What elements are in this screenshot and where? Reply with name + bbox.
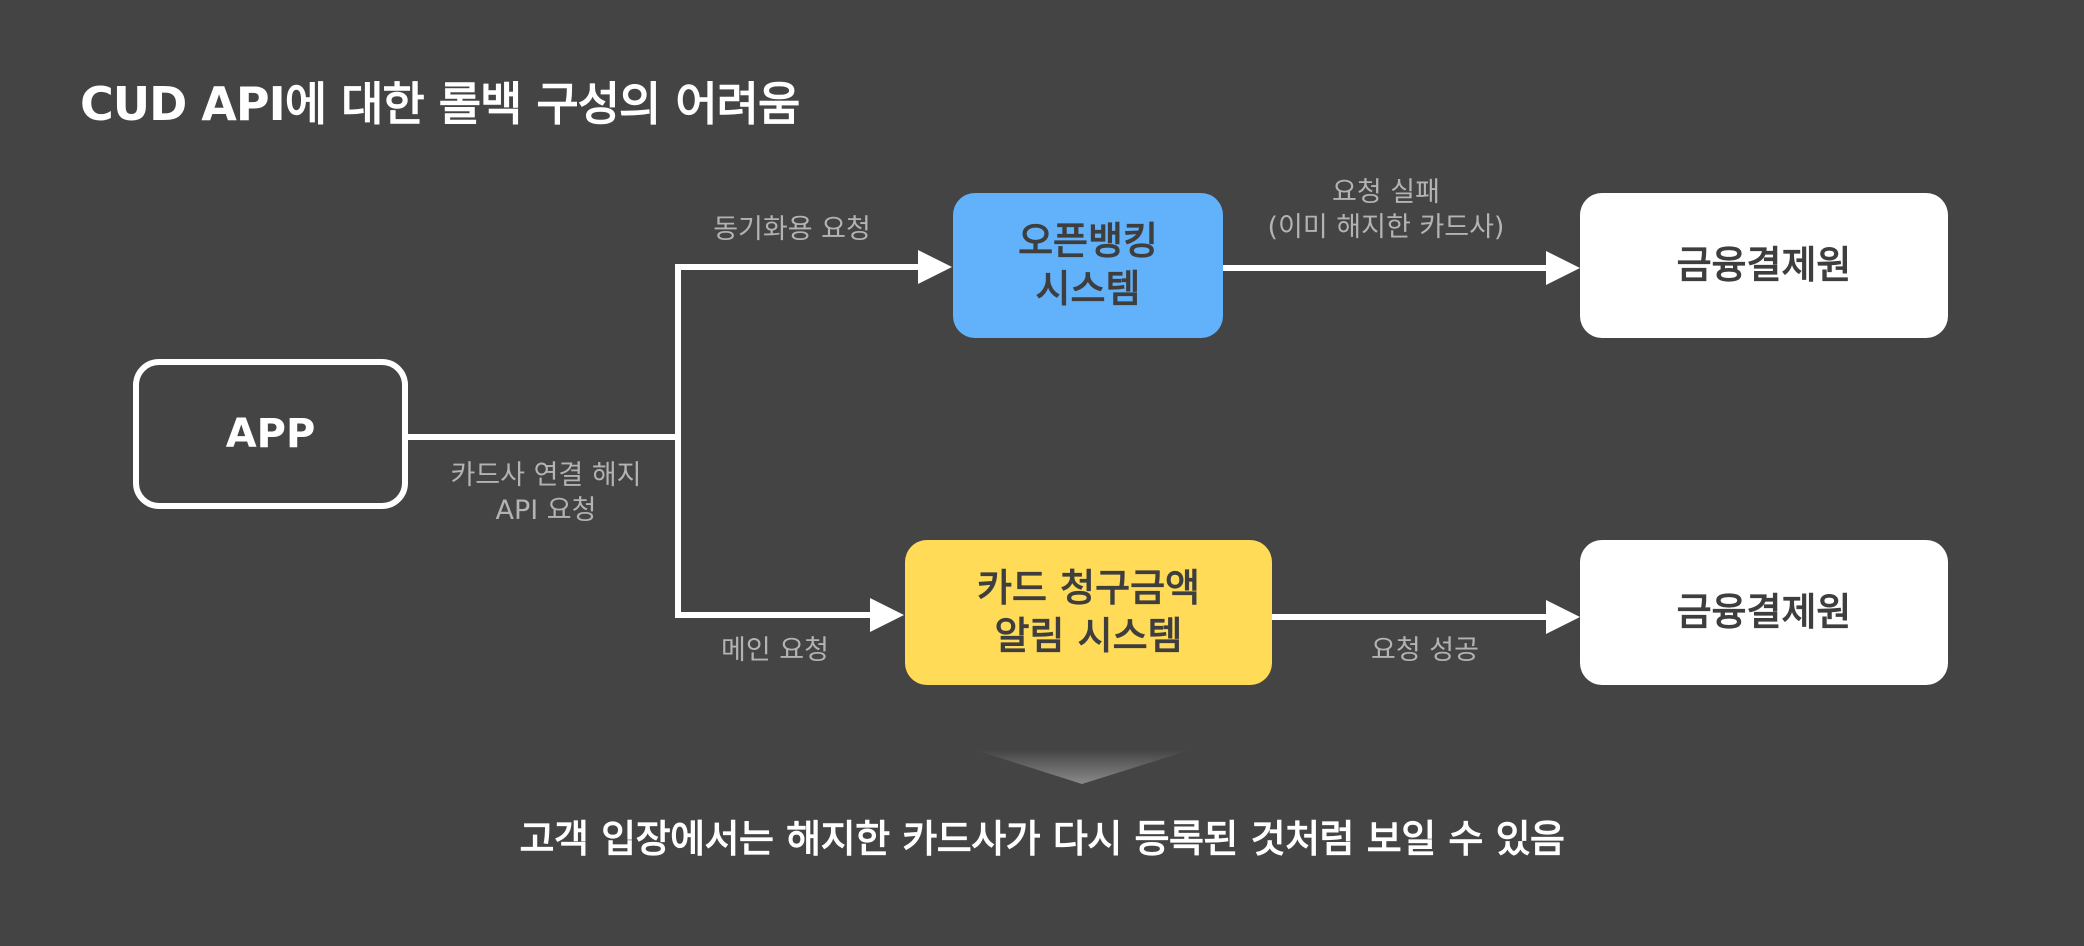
card-alert-system-node: 카드 청구금액 알림 시스템 <box>905 540 1272 685</box>
arrowhead-card-alert <box>870 598 904 632</box>
kftc-node-top: 금융결제원 <box>1580 193 1948 338</box>
conclusion-text: 고객 입장에서는 해지한 카드사가 다시 등록된 것처럼 보일 수 있음 <box>519 817 1566 861</box>
card-alert-label-line2: 알림 시스템 <box>994 613 1183 658</box>
openbanking-label-line2: 시스템 <box>1035 266 1141 311</box>
main-request-label: 메인 요청 <box>721 635 829 666</box>
app-node: APP <box>133 359 408 509</box>
openbanking-label-line1: 오픈뱅킹 <box>1018 219 1158 263</box>
app-request-label: 카드사 연결 해지 API 요청 <box>428 458 664 528</box>
request-success-label: 요청 성공 <box>1371 635 1479 666</box>
kftc-node-bottom: 금융결제원 <box>1580 540 1948 685</box>
arrowhead-openbanking <box>918 250 952 284</box>
app-node-label: APP <box>225 411 316 457</box>
kftc-top-label: 금융결제원 <box>1676 242 1852 287</box>
arrowhead-kftc-top <box>1546 251 1580 285</box>
request-fail-label-line2: (이미 해지한 카드사) <box>1267 212 1505 244</box>
arrowhead-kftc-bottom <box>1546 600 1580 634</box>
card-alert-label-line1: 카드 청구금액 <box>977 566 1200 610</box>
request-fail-label: 요청 실패 (이미 해지한 카드사) <box>1255 175 1517 245</box>
app-request-label-line1: 카드사 연결 해지 <box>450 460 642 491</box>
down-indicator-icon <box>975 750 1190 784</box>
request-fail-label-line1: 요청 실패 <box>1332 177 1440 208</box>
kftc-bottom-label: 금융결제원 <box>1676 589 1852 634</box>
diagram-title: CUD API에 대한 롤백 구성의 어려움 <box>80 77 800 131</box>
app-request-label-line2: API 요청 <box>495 495 597 527</box>
sync-request-label: 동기화용 요청 <box>713 214 871 245</box>
openbanking-system-node: 오픈뱅킹 시스템 <box>953 193 1223 338</box>
